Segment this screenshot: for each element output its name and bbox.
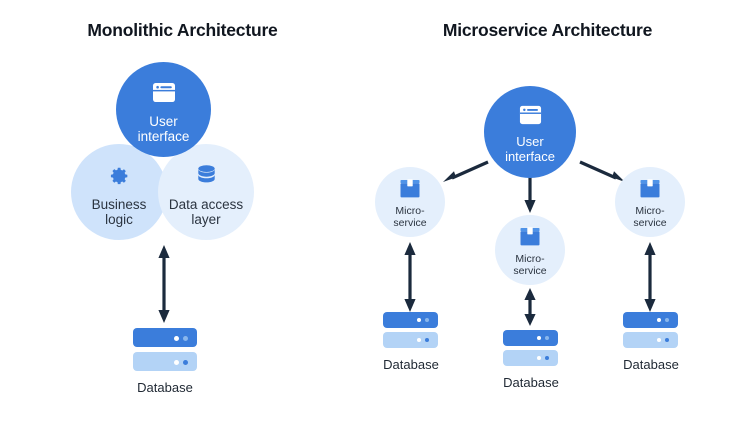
database-microservice-left[interactable]: Database <box>383 312 439 372</box>
database-microservice-right[interactable]: Database <box>623 312 679 372</box>
server-stack-icon <box>623 312 678 352</box>
node-microservice-left[interactable]: Micro- service <box>375 167 445 237</box>
node-microservice-middle[interactable]: Micro- service <box>495 215 565 285</box>
arrow-microservice-right-database <box>644 242 656 312</box>
database-monolithic[interactable]: Database <box>133 328 197 395</box>
arrow-microservice-left-database <box>404 242 416 312</box>
box-icon <box>519 226 541 252</box>
node-data-access-layer[interactable]: Data access layer <box>158 144 254 240</box>
server-stack-icon <box>133 328 197 374</box>
database-monolithic-label: Database <box>137 380 193 395</box>
node-microservice-left-label: Micro- service <box>393 205 427 229</box>
box-icon <box>399 178 421 204</box>
node-user-interface-monolithic[interactable]: User interface <box>116 62 211 157</box>
server-stack-icon <box>503 330 558 370</box>
node-user-interface-monolithic-label: User interface <box>137 114 190 145</box>
node-microservice-right[interactable]: Micro- service <box>615 167 685 237</box>
arrow-ui-to-microservice-middle <box>524 177 536 213</box>
database-microservice-middle-label: Database <box>503 375 559 390</box>
gear-icon <box>107 164 131 193</box>
node-user-interface-microservice[interactable]: User interface <box>484 86 576 178</box>
database-microservice-middle[interactable]: Database <box>503 330 559 390</box>
node-business-logic-label: Business logic <box>91 197 147 228</box>
node-microservice-right-label: Micro- service <box>633 205 667 229</box>
window-icon <box>151 80 177 110</box>
arrow-microservice-middle-database <box>524 288 536 326</box>
window-icon <box>518 103 543 132</box>
database-microservice-left-label: Database <box>383 357 439 372</box>
node-data-access-layer-label: Data access layer <box>168 197 244 228</box>
database-cylinder-icon <box>195 164 218 193</box>
database-microservice-right-label: Database <box>623 357 679 372</box>
microservice-panel-title: Microservice Architecture <box>442 20 653 40</box>
box-icon <box>639 178 661 204</box>
server-stack-icon <box>383 312 438 352</box>
node-business-logic[interactable]: Business logic <box>71 144 167 240</box>
monolithic-panel-title: Monolithic Architecture <box>87 20 278 40</box>
node-user-interface-microservice-label: User interface <box>505 134 555 164</box>
arrow-ui-to-microservice-left <box>443 160 489 182</box>
arrow-monolith-database <box>158 245 170 323</box>
node-microservice-middle-label: Micro- service <box>513 253 547 277</box>
